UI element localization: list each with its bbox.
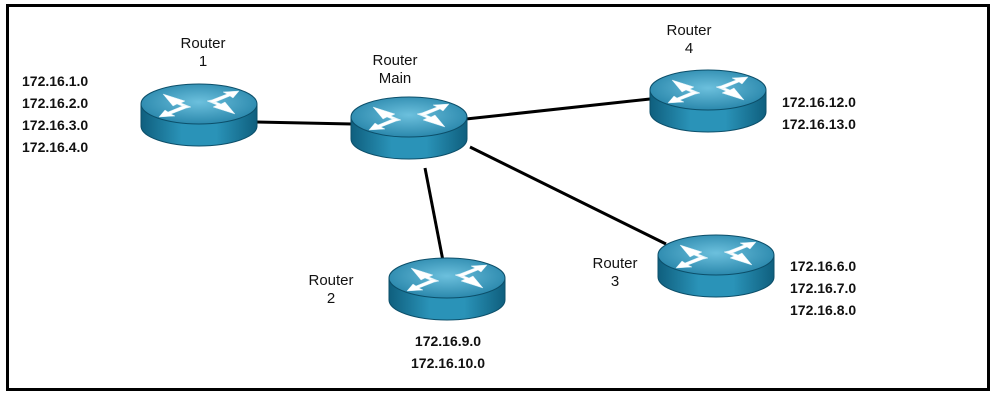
router-4-icon xyxy=(649,69,767,133)
router-2-networks: 172.16.9.0 172.16.10.0 xyxy=(388,330,508,374)
router-main-icon xyxy=(350,96,468,160)
network-address: 172.16.13.0 xyxy=(782,116,856,132)
link-r1-main xyxy=(255,120,353,126)
network-address: 172.16.6.0 xyxy=(790,258,857,274)
network-address: 172.16.3.0 xyxy=(22,117,89,133)
router-1-networks: 172.16.1.0 172.16.2.0 172.16.3.0 172.16.… xyxy=(22,70,88,158)
network-address: 172.16.10.0 xyxy=(411,355,485,371)
network-address: 172.16.12.0 xyxy=(782,94,856,110)
router-2-icon xyxy=(388,257,506,321)
network-address: 172.16.7.0 xyxy=(790,280,857,296)
link-main-r2 xyxy=(423,167,446,267)
link-main-r4 xyxy=(465,97,651,121)
network-address: 172.16.1.0 xyxy=(22,73,89,89)
router-3-icon xyxy=(657,234,775,298)
network-address: 172.16.2.0 xyxy=(22,95,89,111)
link-main-r3 xyxy=(469,145,667,246)
network-address: 172.16.9.0 xyxy=(414,333,482,349)
diagram-frame xyxy=(6,4,990,391)
network-address: 172.16.4.0 xyxy=(22,139,89,155)
network-address: 172.16.8.0 xyxy=(790,302,857,318)
links xyxy=(255,97,667,267)
router-4-networks: 172.16.12.0 172.16.13.0 xyxy=(782,91,856,135)
router-1-icon xyxy=(140,83,258,147)
router-3-networks: 172.16.6.0 172.16.7.0 172.16.8.0 xyxy=(790,255,856,321)
